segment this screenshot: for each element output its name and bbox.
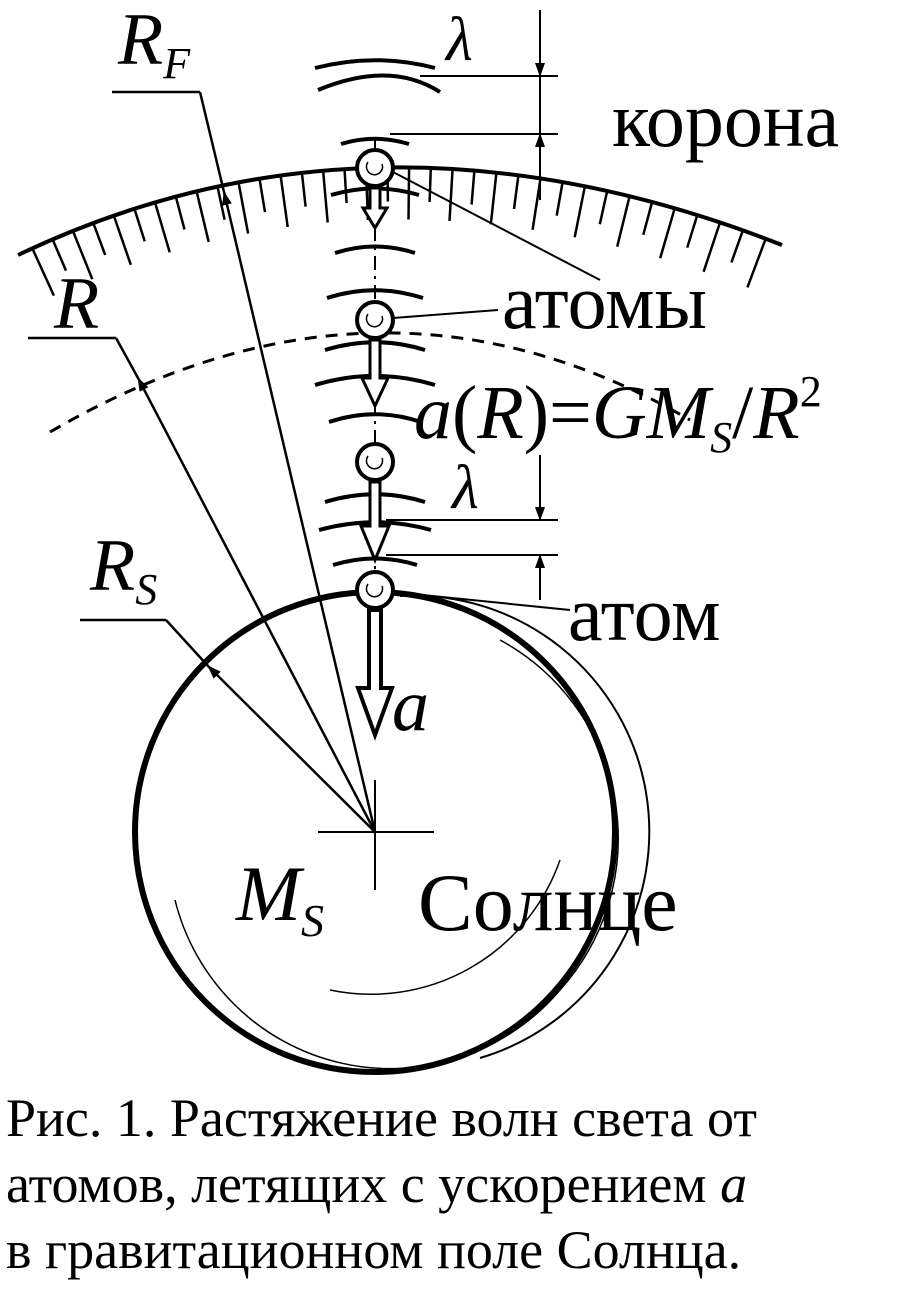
label-corona: корона — [612, 76, 839, 163]
atom-surface — [355, 570, 395, 610]
wave-arc — [328, 412, 422, 424]
atom-top — [355, 148, 395, 188]
corona-tick — [31, 247, 56, 297]
corona-tick — [555, 181, 564, 216]
caption-line-2-text: атомов, летящих с ускорением — [6, 1154, 721, 1214]
acceleration-arrow — [355, 608, 395, 741]
label-acceleration: a — [392, 665, 429, 747]
corona-tick — [237, 182, 250, 234]
fall-arrow-3 — [358, 480, 392, 564]
corona-tick — [343, 169, 348, 204]
wave-arc — [340, 136, 410, 146]
corona-ticks — [31, 167, 767, 297]
corona-tick — [174, 196, 186, 230]
atoms-leader-2 — [392, 309, 499, 319]
corona-tick — [428, 167, 433, 203]
atom-lower-mid — [355, 442, 395, 482]
fall-arrow-2 — [359, 338, 391, 410]
corona-tick — [51, 238, 68, 272]
corona-tick — [321, 170, 329, 223]
corona-tick — [133, 208, 146, 242]
sun-inner-arc-3 — [329, 859, 561, 995]
caption-line-1: Рис. 1. Растяжение волн света от — [6, 1088, 757, 1148]
corona-tick — [702, 222, 722, 273]
label-atoms: атомы — [502, 258, 707, 345]
radius-RS-leader-diag — [165, 619, 209, 667]
wave-arc — [334, 244, 416, 255]
sun-inner-arc-1 — [399, 594, 651, 1059]
corona-tick — [598, 190, 609, 225]
fall-arrow-1 — [360, 186, 390, 231]
corona-tick — [686, 214, 699, 248]
corona-tick — [730, 229, 745, 263]
corona-tick — [573, 186, 587, 238]
radius-R-line — [136, 377, 377, 833]
corona-tick — [216, 186, 226, 221]
sun-inner-arc-2 — [174, 639, 619, 1070]
label-formula: a(R)=GMS/R2 — [414, 367, 822, 462]
wave-arc — [317, 73, 442, 94]
sun-gravity-diagram: RF R RS корона атомы атом a(R)=GMS/R2 λ … — [17, 0, 839, 1075]
atom-leader — [392, 591, 571, 611]
corona-tick — [658, 207, 676, 259]
corona-tick — [470, 170, 476, 205]
radius-R-leader-diag — [114, 337, 140, 379]
radius-RS-line — [207, 665, 376, 833]
label-lambda-mid: λ — [450, 454, 479, 522]
wave-arc — [314, 58, 436, 70]
corona-tick — [489, 172, 498, 225]
caption-line-2: атомов, летящих с ускорением a — [6, 1151, 891, 1217]
label-sun: Солнце — [418, 857, 678, 948]
radius-RF-leader-diag — [198, 91, 226, 193]
corona-tick — [258, 178, 267, 213]
corona-tick — [300, 172, 307, 207]
atom-upper-mid — [355, 300, 395, 340]
corona-tick — [512, 175, 520, 210]
label-R: R — [53, 263, 99, 345]
corona-tick — [92, 222, 107, 256]
corona-boundary — [17, 165, 783, 257]
corona-tick — [195, 191, 210, 243]
corona-tick — [615, 195, 631, 247]
figure-caption: Рис. 1. Растяжение волн света от атомов,… — [6, 1085, 891, 1283]
caption-var-a: a — [720, 1154, 748, 1214]
label-atom: атом — [568, 570, 721, 657]
label-RF: RF — [117, 0, 191, 88]
atoms-leader-1 — [392, 171, 601, 281]
corona-tick — [153, 202, 171, 253]
corona-tick — [71, 230, 94, 280]
corona-tick — [448, 168, 454, 221]
label-lambda-top: λ — [444, 6, 473, 74]
corona-tick — [746, 238, 767, 288]
caption-line-3: в гравитационном поле Солнца. — [6, 1220, 742, 1280]
label-MS: MS — [235, 850, 324, 946]
wave-arc — [326, 288, 424, 300]
corona-tick — [112, 215, 132, 266]
corona-tick — [642, 201, 654, 236]
radius-RF-line — [222, 191, 377, 833]
label-RS: RS — [89, 525, 157, 614]
corona-tick — [279, 175, 289, 228]
